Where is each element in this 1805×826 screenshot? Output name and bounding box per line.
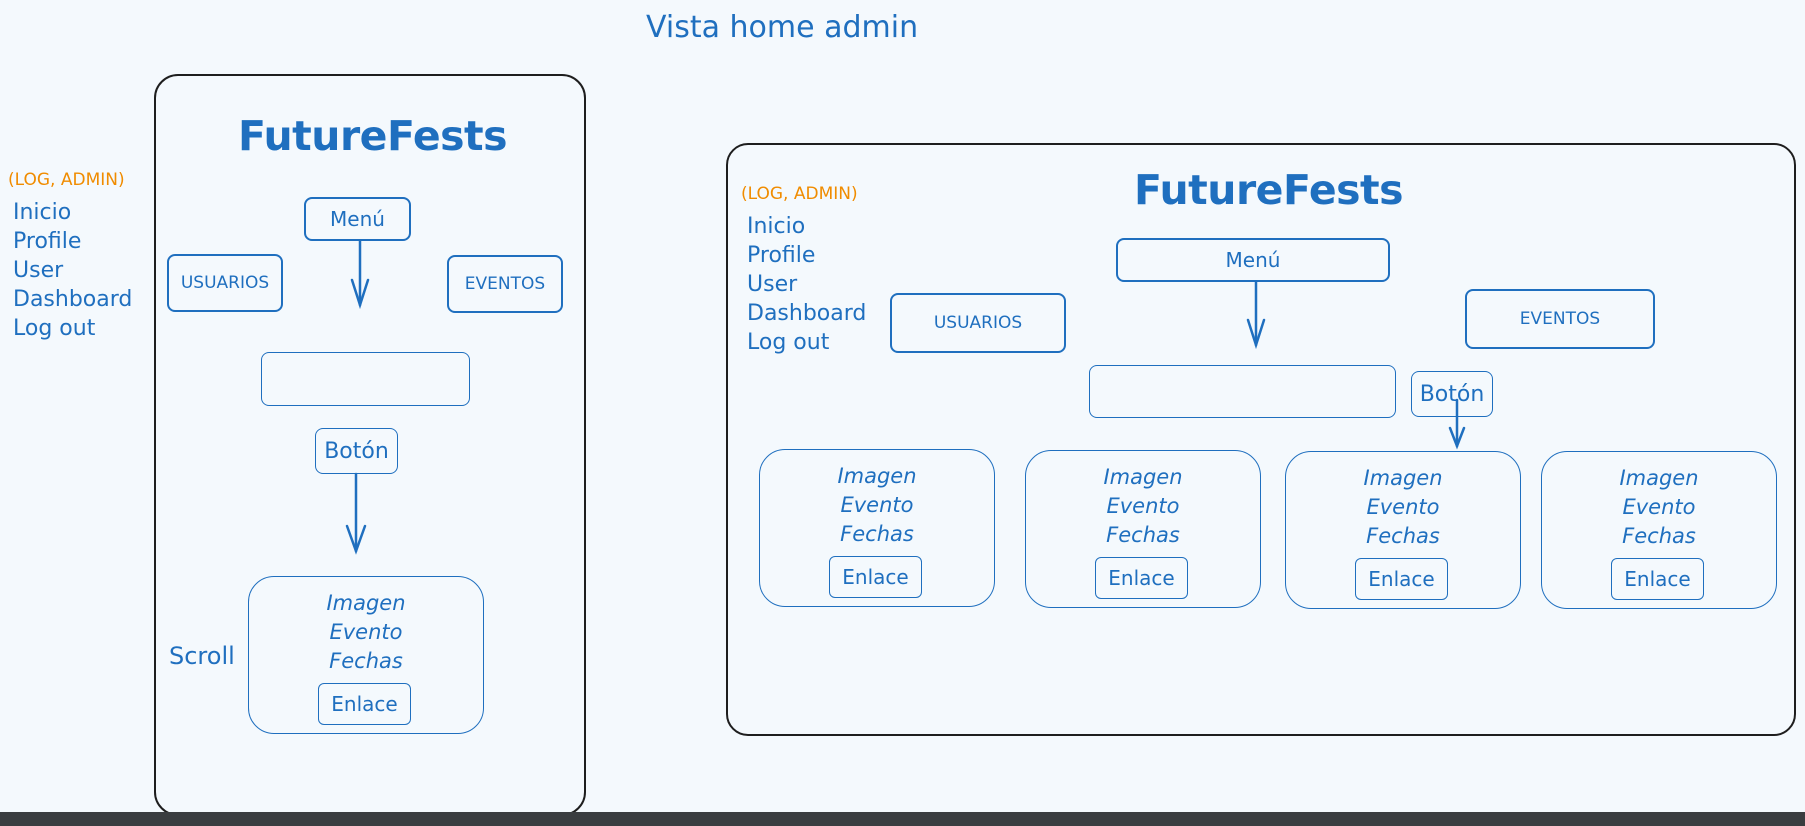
desktop-event-card[interactable]: Imagen Evento Fechas Enlace — [1285, 451, 1521, 609]
desktop-event-card[interactable]: Imagen Evento Fechas Enlace — [1541, 451, 1777, 609]
mobile-nav-item-inicio[interactable]: Inicio — [13, 200, 72, 225]
desktop-menu-label: Menú — [1225, 248, 1281, 272]
card-event-label: Evento — [1366, 495, 1440, 519]
card-image-label: Imagen — [1103, 465, 1183, 489]
desktop-eventos-label: EVENTOS — [1519, 309, 1601, 329]
mobile-eventos-button[interactable]: EVENTOS — [447, 255, 563, 313]
desktop-nav-item-inicio[interactable]: Inicio — [747, 214, 806, 239]
desktop-menu-button[interactable]: Menú — [1116, 238, 1390, 282]
card-link-label: Enlace — [1624, 567, 1691, 591]
desktop-boton-button[interactable]: Botón — [1411, 371, 1493, 417]
card-link-label: Enlace — [842, 565, 909, 589]
desktop-event-card[interactable]: Imagen Evento Fechas Enlace — [759, 449, 995, 607]
desktop-menu-arrow-icon — [1246, 280, 1266, 350]
mobile-menu-label: Menú — [330, 207, 385, 231]
desktop-boton-label: Botón — [1419, 381, 1485, 407]
card-link-label: Enlace — [1368, 567, 1435, 591]
card-image-label: Imagen — [1619, 466, 1699, 490]
mobile-nav-item-profile[interactable]: Profile — [13, 229, 82, 254]
desktop-eventos-button[interactable]: EVENTOS — [1465, 289, 1655, 349]
desktop-frame — [726, 143, 1796, 736]
desktop-login-label: (LOG, ADMIN) — [741, 184, 858, 204]
mobile-nav-list: Inicio Profile User Dashboard Log out — [13, 198, 132, 343]
card-image-label: Imagen — [837, 464, 917, 488]
mobile-search-input[interactable] — [261, 352, 470, 406]
desktop-nav-item-profile[interactable]: Profile — [747, 243, 816, 268]
card-event-label: Evento — [1106, 494, 1180, 518]
desktop-usuarios-button[interactable]: USUARIOS — [890, 293, 1066, 353]
desktop-event-card[interactable]: Imagen Evento Fechas Enlace — [1025, 450, 1261, 608]
mobile-event-card[interactable]: Imagen Evento Fechas Enlace — [248, 576, 484, 734]
card-link-button[interactable]: Enlace — [1611, 558, 1704, 600]
mobile-menu-arrow-icon — [350, 239, 370, 310]
desktop-brand-title: FutureFests — [1134, 166, 1404, 214]
desktop-nav-item-logout[interactable]: Log out — [747, 330, 830, 355]
card-link-label: Enlace — [1108, 566, 1175, 590]
desktop-search-input[interactable] — [1089, 365, 1396, 418]
card-link-button[interactable]: Enlace — [1095, 557, 1188, 599]
desktop-nav-item-user[interactable]: User — [747, 272, 798, 297]
mobile-menu-button[interactable]: Menú — [304, 197, 411, 241]
desktop-nav-list: Inicio Profile User Dashboard Log out — [747, 212, 866, 357]
card-dates-label: Fechas — [329, 649, 403, 673]
mobile-usuarios-button[interactable]: USUARIOS — [167, 254, 283, 312]
mobile-usuarios-label: USUARIOS — [180, 273, 270, 293]
desktop-nav-item-dashboard[interactable]: Dashboard — [747, 301, 867, 326]
card-dates-label: Fechas — [1366, 524, 1440, 548]
mobile-nav-item-user[interactable]: User — [13, 258, 64, 283]
mobile-login-label: (LOG, ADMIN) — [8, 170, 125, 190]
card-dates-label: Fechas — [1106, 523, 1180, 547]
mobile-nav-item-dashboard[interactable]: Dashboard — [13, 287, 133, 312]
card-link-button[interactable]: Enlace — [1355, 558, 1448, 600]
card-dates-label: Fechas — [1622, 524, 1696, 548]
card-link-button[interactable]: Enlace — [318, 683, 411, 725]
card-image-label: Imagen — [326, 591, 406, 615]
mobile-brand-title: FutureFests — [238, 112, 508, 160]
card-event-label: Evento — [329, 620, 403, 644]
card-link-label: Enlace — [331, 692, 398, 716]
card-event-label: Evento — [1622, 495, 1696, 519]
desktop-boton-arrow-icon — [1448, 398, 1466, 450]
card-link-button[interactable]: Enlace — [829, 556, 922, 598]
mobile-scroll-label: Scroll — [169, 642, 235, 670]
mobile-nav-item-logout[interactable]: Log out — [13, 316, 96, 341]
mobile-eventos-label: EVENTOS — [464, 274, 546, 294]
card-event-label: Evento — [840, 493, 914, 517]
mobile-boton-arrow-icon — [345, 472, 367, 555]
page-title: Vista home admin — [646, 10, 919, 45]
card-dates-label: Fechas — [840, 522, 914, 546]
mobile-boton-label: Botón — [324, 438, 389, 464]
desktop-usuarios-label: USUARIOS — [933, 313, 1023, 333]
card-image-label: Imagen — [1363, 466, 1443, 490]
bottom-bar — [0, 812, 1805, 826]
